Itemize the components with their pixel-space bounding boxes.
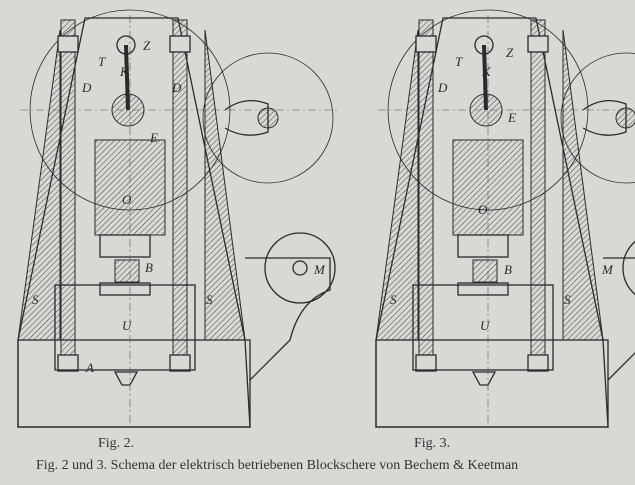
label-d-left: D	[82, 80, 92, 95]
label-o: O	[478, 202, 488, 217]
tie-rod	[530, 19, 546, 371]
label-a: A	[86, 360, 94, 375]
nut	[169, 354, 191, 372]
nut	[527, 35, 549, 53]
label-s-right: S	[206, 292, 213, 307]
block-b	[114, 259, 140, 283]
figure-3-caption: Fig. 3.	[414, 436, 451, 451]
label-k: K	[482, 64, 491, 79]
nut	[169, 35, 191, 53]
label-m: M	[602, 262, 613, 277]
lower-frame-u	[54, 284, 196, 371]
upper-blade-holder	[99, 234, 151, 258]
figure-2-drawing	[17, 9, 340, 428]
label-o: O	[122, 192, 132, 207]
block-b	[472, 259, 498, 283]
lever-arm	[582, 99, 627, 136]
frame-left-hatched	[375, 29, 419, 341]
label-k: K	[120, 64, 129, 79]
label-e: E	[150, 130, 158, 145]
pulley-circle	[202, 52, 334, 184]
lower-blade-holder	[457, 282, 509, 296]
main-caption: Fig. 2 und 3. Schema der elektrisch betr…	[36, 458, 519, 473]
label-b: B	[145, 260, 153, 275]
lever-arm	[224, 99, 269, 136]
label-u: U	[122, 318, 132, 333]
motor-circle	[264, 232, 336, 304]
connecting-rod	[482, 44, 488, 111]
label-b: B	[504, 262, 512, 277]
tie-rod	[60, 19, 76, 371]
pulley-circle	[560, 52, 635, 184]
frame-left-hatched	[17, 29, 61, 341]
lower-blade-holder	[99, 282, 151, 296]
label-m: M	[314, 262, 325, 277]
part-a	[471, 371, 497, 386]
label-t: T	[98, 54, 106, 69]
motor-circle	[622, 240, 635, 296]
label-s-left: S	[390, 292, 397, 307]
nut	[415, 35, 437, 53]
tie-rod	[172, 19, 188, 371]
label-e: E	[508, 110, 516, 125]
label-z: Z	[143, 38, 151, 53]
label-s-left: S	[32, 292, 39, 307]
label-u: U	[480, 318, 490, 333]
upper-blade-holder	[457, 234, 509, 258]
motor-bracket	[245, 257, 331, 381]
nut	[415, 354, 437, 372]
figure-2-caption: Fig. 2.	[98, 436, 135, 451]
lower-frame-u	[412, 284, 554, 371]
label-d: D	[438, 80, 448, 95]
nut	[57, 354, 79, 372]
label-t: T	[455, 54, 463, 69]
tie-rod	[418, 19, 434, 371]
connecting-rod	[124, 44, 130, 111]
label-s-right: S	[564, 292, 571, 307]
nut	[527, 354, 549, 372]
nut	[57, 35, 79, 53]
figure-3-drawing	[375, 9, 635, 428]
base	[375, 339, 609, 428]
label-d-right: D	[172, 80, 182, 95]
motor-shaft	[292, 260, 308, 276]
part-a	[113, 371, 139, 386]
label-z: Z	[506, 45, 514, 60]
base	[17, 339, 251, 428]
